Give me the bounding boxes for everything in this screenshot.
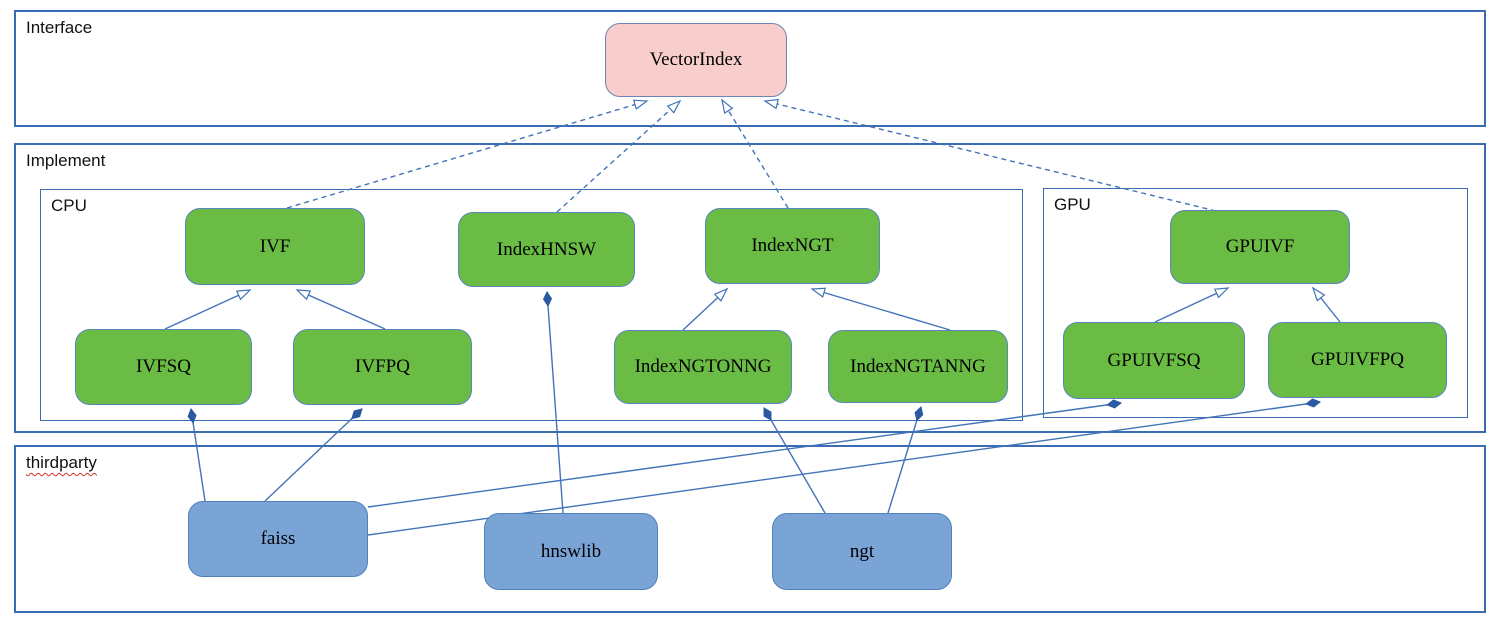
node-indexngtanng[interactable]: IndexNGTANNG [828, 330, 1008, 403]
node-faiss-label: faiss [260, 528, 296, 549]
node-indexngtonng-label: IndexNGTONNG [634, 356, 772, 377]
node-ngt[interactable]: ngt [772, 513, 952, 590]
node-indexngtanng-label: IndexNGTANNG [850, 355, 986, 377]
node-indexngt-label: IndexNGT [751, 235, 834, 256]
node-indexhnsw-label: IndexHNSW [496, 238, 597, 260]
node-gpuivfpq[interactable]: GPUIVFPQ [1268, 322, 1447, 398]
node-ivf[interactable]: IVF [185, 208, 365, 285]
node-indexhnsw[interactable]: IndexHNSW [458, 212, 635, 287]
node-faiss[interactable]: faiss [188, 501, 368, 577]
node-gpuivf-label: GPUIVF [1225, 236, 1295, 257]
node-gpuivfpq-label: GPUIVFPQ [1311, 349, 1404, 370]
node-indexngtonng[interactable]: IndexNGTONNG [614, 330, 792, 404]
node-ivfpq-label: IVFPQ [355, 356, 410, 377]
node-ivf-label: IVF [259, 235, 291, 257]
node-ivfpq[interactable]: IVFPQ [293, 329, 472, 405]
container-thirdparty-label: thirdparty [26, 453, 97, 472]
node-vectorindex[interactable]: VectorIndex [605, 23, 787, 97]
node-gpuivfsq[interactable]: GPUIVFSQ [1063, 322, 1245, 399]
container-interface-label: Interface [26, 18, 93, 37]
node-hnswlib-label: hnswlib [540, 540, 602, 562]
node-hnswlib[interactable]: hnswlib [484, 513, 658, 590]
container-implement-label: Implement [26, 151, 106, 170]
node-gpuivfsq-label: GPUIVFSQ [1107, 349, 1201, 371]
container-gpu-label: GPU [1054, 195, 1091, 214]
node-indexngt[interactable]: IndexNGT [705, 208, 880, 284]
node-vectorindex-label: VectorIndex [649, 49, 743, 70]
node-ivfsq-label: IVFSQ [136, 356, 191, 377]
node-ngt-label: ngt [849, 540, 875, 562]
node-gpuivf[interactable]: GPUIVF [1170, 210, 1350, 284]
container-cpu-label: CPU [51, 196, 87, 215]
node-ivfsq[interactable]: IVFSQ [75, 329, 252, 405]
